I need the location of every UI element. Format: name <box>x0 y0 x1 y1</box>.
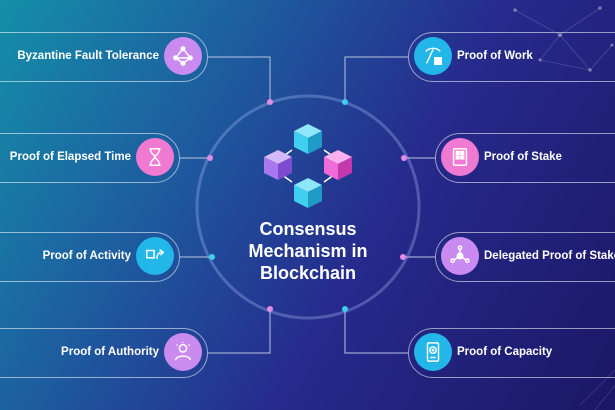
node-label: Proof of Elapsed Time <box>9 151 131 163</box>
center-title-line: Mechanism in <box>248 241 368 261</box>
blockchain-cubes-icon <box>264 124 352 208</box>
node-label: Proof of Activity <box>42 250 131 262</box>
pickaxe-icon <box>414 37 452 75</box>
node-proof-of-work: Proof of Work <box>408 32 615 82</box>
node-label: Proof of Stake <box>484 151 562 163</box>
bottom-right-decoration <box>579 369 615 410</box>
connector-dot <box>207 155 213 161</box>
authority-icon <box>164 333 202 371</box>
connector-dot <box>209 254 215 260</box>
node-label: Proof of Authority <box>61 346 159 358</box>
node-label: Byzantine Fault Tolerance <box>17 50 159 62</box>
node-label: Proof of Capacity <box>457 346 553 358</box>
center-title-line: Blockchain <box>259 263 357 283</box>
activity-icon <box>136 237 174 275</box>
connector-capacity <box>344 309 408 354</box>
connector-authority <box>208 309 271 354</box>
center-title: Consensus Mechanism in Blockchain <box>222 218 394 284</box>
connector-dot <box>400 254 406 260</box>
harddrive-icon <box>414 333 452 371</box>
node-delegated-proof-of-stake: Delegated Proof of Stake <box>435 232 615 282</box>
connector-dot <box>267 306 273 312</box>
node-label: Proof of Work <box>457 50 533 62</box>
node-proof-of-authority: Proof of Authority <box>0 328 208 378</box>
connector-dot <box>342 99 348 105</box>
node-proof-of-activity: Proof of Activity <box>0 232 180 282</box>
connector-dot <box>342 306 348 312</box>
delegate-icon <box>441 237 479 275</box>
connector-work <box>344 56 408 102</box>
center-title-line: Consensus <box>259 219 357 239</box>
network-icon <box>164 37 202 75</box>
node-proof-of-capacity: Proof of Capacity <box>408 328 615 378</box>
node-byzantine-fault-tolerance: Byzantine Fault Tolerance <box>0 32 208 82</box>
node-proof-of-elapsed-time: Proof of Elapsed Time <box>0 133 180 183</box>
center-ring <box>195 94 421 320</box>
stake-icon <box>441 138 479 176</box>
connector-dot <box>401 155 407 161</box>
network-decoration <box>513 6 614 72</box>
node-proof-of-stake: Proof of Stake <box>435 133 615 183</box>
connector-byzantine <box>208 56 271 102</box>
connector-dot <box>267 99 273 105</box>
node-label: Delegated Proof of Stake <box>484 250 615 262</box>
hourglass-icon <box>136 138 174 176</box>
